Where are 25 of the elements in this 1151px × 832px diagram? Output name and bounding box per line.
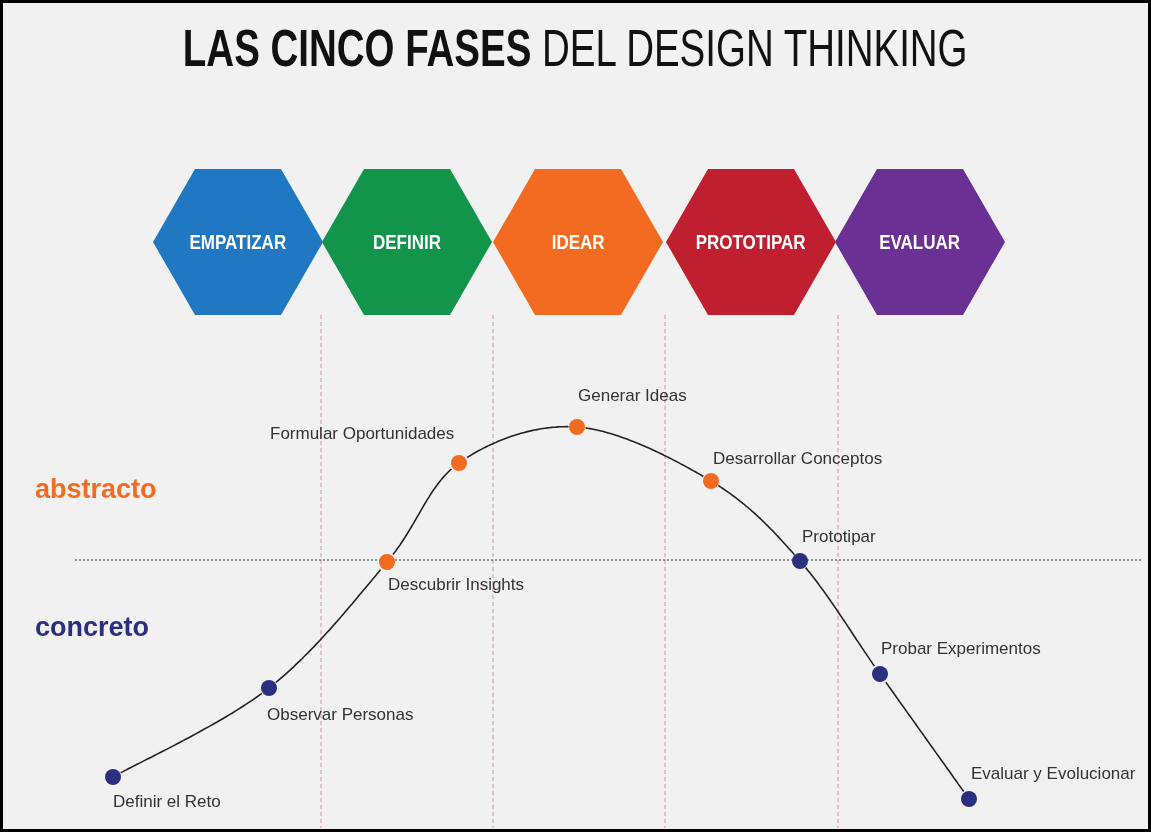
phase-hexagon: EVALUAR [835, 169, 1005, 315]
point-label: Evaluar y Evolucionar [971, 764, 1136, 784]
curve-line [119, 692, 263, 774]
phase-hexagon: EMPATIZAR [153, 169, 323, 315]
point-label: Probar Experimentos [881, 639, 1041, 659]
curve-line [885, 681, 965, 793]
phase-hexagon: PROTOTIPAR [666, 169, 836, 315]
phase-hexagon: DEFINIR [322, 169, 492, 315]
point-label: Formular Oportunidades [270, 424, 455, 444]
curve-line [804, 566, 876, 667]
point-label: Desarrollar Conceptos [713, 449, 883, 469]
point-label: Definir el Reto [113, 792, 221, 812]
curve-line [275, 568, 382, 684]
point-label: Prototipar [802, 527, 876, 547]
axis-label: concreto [35, 612, 150, 643]
point-label: Generar Ideas [578, 386, 687, 406]
curve-line [584, 427, 705, 478]
phase-hexagon: IDEAR [493, 169, 663, 315]
title: LAS CINCO FASES DEL DESIGN THINKING [183, 18, 968, 78]
point-label: Observar Personas [267, 705, 414, 725]
curve-line [392, 468, 453, 556]
point-label: Descubrir Insights [388, 575, 525, 595]
axis-label: abstracto [35, 474, 157, 505]
curve-line [717, 484, 796, 556]
curve-line [466, 425, 570, 459]
